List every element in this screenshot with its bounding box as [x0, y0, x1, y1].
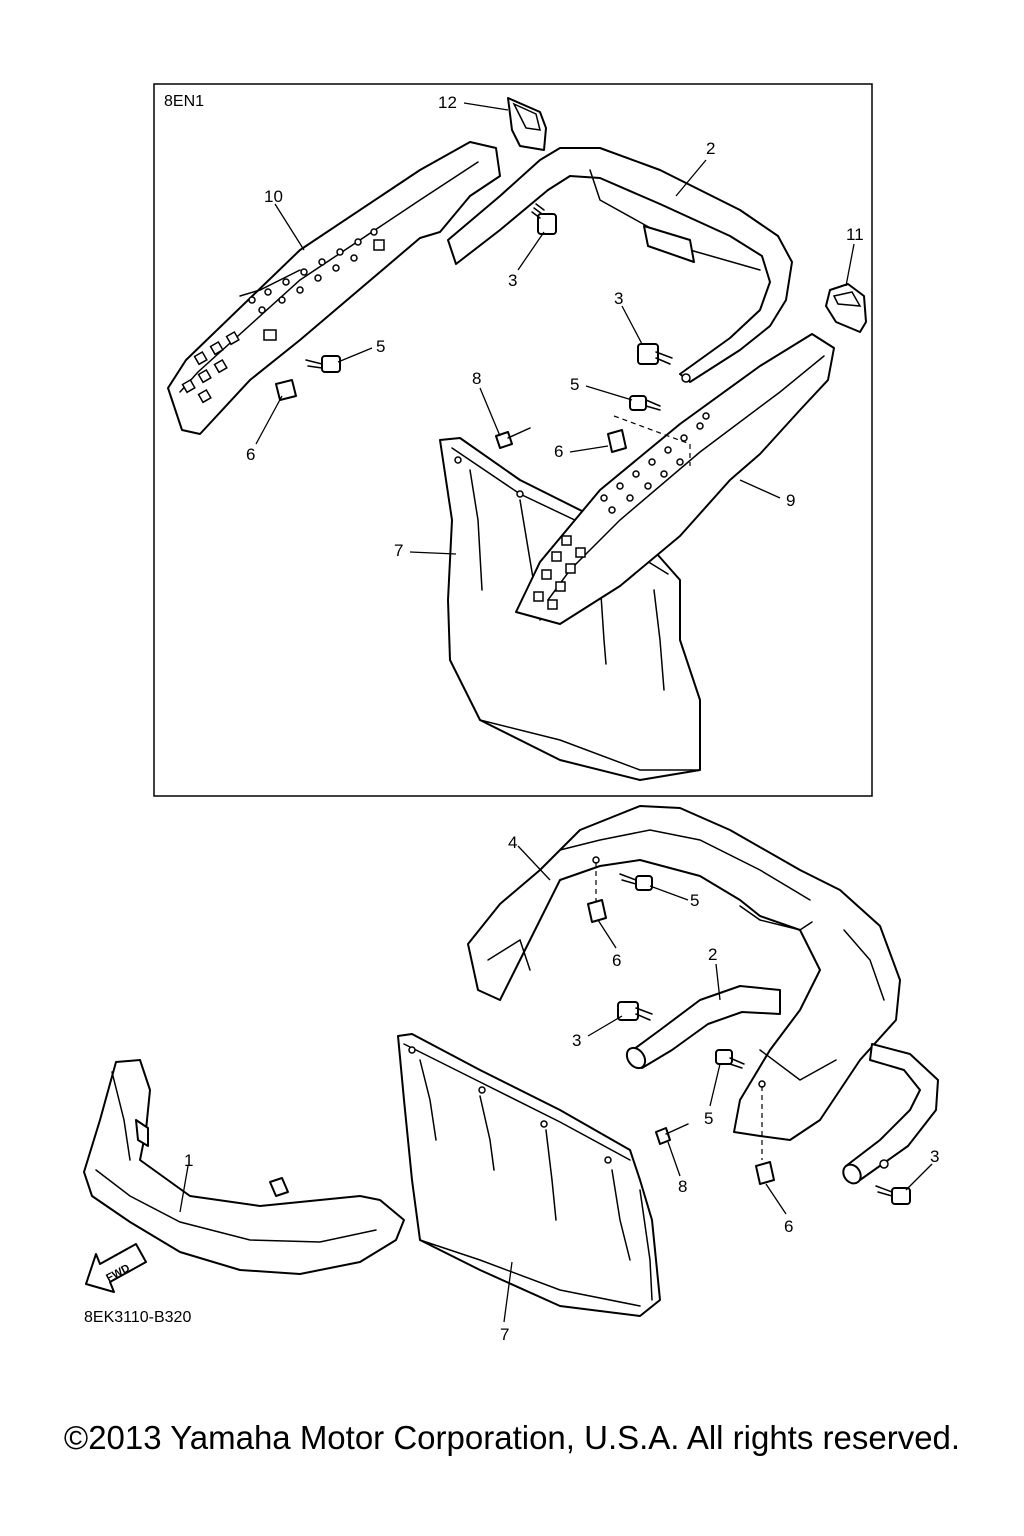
part-6-clip-main-a	[587, 899, 607, 923]
callout-3-main-b: 3	[930, 1147, 939, 1166]
leader-lines	[179, 102, 933, 1323]
callout-12: 12	[438, 93, 457, 112]
part-5-bolt-main-b	[715, 1049, 745, 1069]
part-3-bolt-main-b	[875, 1185, 911, 1205]
inset-frame	[153, 83, 873, 797]
callout-6-inset-a: 6	[246, 445, 255, 464]
part-8-rivet-main	[655, 1123, 689, 1145]
drawing-code: 8EK3110-B320	[84, 1309, 191, 1326]
callout-6-main-b: 6	[784, 1217, 793, 1236]
callout-5-inset-a: 5	[376, 337, 385, 356]
inset-label: 8EN1	[164, 93, 204, 110]
callout-5-main-b: 5	[704, 1109, 713, 1128]
part-11-end-cap	[825, 283, 867, 333]
callout-10: 10	[264, 187, 283, 206]
washer-main	[879, 1159, 889, 1169]
callout-8-main: 8	[678, 1177, 687, 1196]
part-6-clip-main-b	[755, 1161, 775, 1185]
callout-5-inset-b: 5	[570, 375, 579, 394]
callout-4: 4	[508, 833, 517, 852]
part-12-end-cap	[507, 97, 547, 151]
part-6-clip-inset-b	[607, 429, 627, 453]
part-10-left-step-rail	[167, 141, 501, 435]
callout-6-main-a: 6	[612, 951, 621, 970]
part-9-right-step-rail	[515, 333, 835, 625]
part-7-mud-flap-main	[397, 1033, 661, 1317]
part-1-front-bumper	[83, 1059, 405, 1275]
part-2-grab-bar-main	[625, 985, 939, 1185]
callout-11: 11	[846, 225, 864, 244]
callout-7-main: 7	[500, 1325, 509, 1344]
part-5-bolt-inset-b	[629, 395, 661, 411]
part-5-bolt-main-a	[619, 873, 653, 891]
part-8-rivet-inset	[495, 427, 531, 449]
callout-5-main-a: 5	[690, 891, 699, 910]
callout-3-inset-a: 3	[508, 271, 517, 290]
callout-8-inset: 8	[472, 369, 481, 388]
callout-7-inset: 7	[394, 541, 403, 560]
callout-1: 1	[184, 1151, 193, 1170]
part-5-bolt-inset-a	[305, 355, 341, 373]
callout-3-main-a: 3	[572, 1031, 581, 1050]
part-3-bolt-inset-b	[637, 343, 673, 365]
part-2-grab-bar-inset	[447, 147, 793, 383]
part-3-bolt-inset-a	[531, 203, 557, 235]
copyright-notice: ©2013 Yamaha Motor Corporation, U.S.A. A…	[63, 1419, 961, 1456]
callout-6-inset-b: 6	[554, 442, 563, 461]
part-4-rear-frame	[467, 805, 901, 1141]
callout-9: 9	[786, 491, 795, 510]
callout-3-inset-b: 3	[614, 289, 623, 308]
part-6-clip-inset-a	[275, 379, 297, 401]
part-3-bolt-main-a	[617, 1001, 653, 1021]
callout-2-inset: 2	[706, 139, 715, 158]
callout-2-main: 2	[708, 945, 717, 964]
fwd-arrow-icon: FWD	[85, 1243, 147, 1293]
